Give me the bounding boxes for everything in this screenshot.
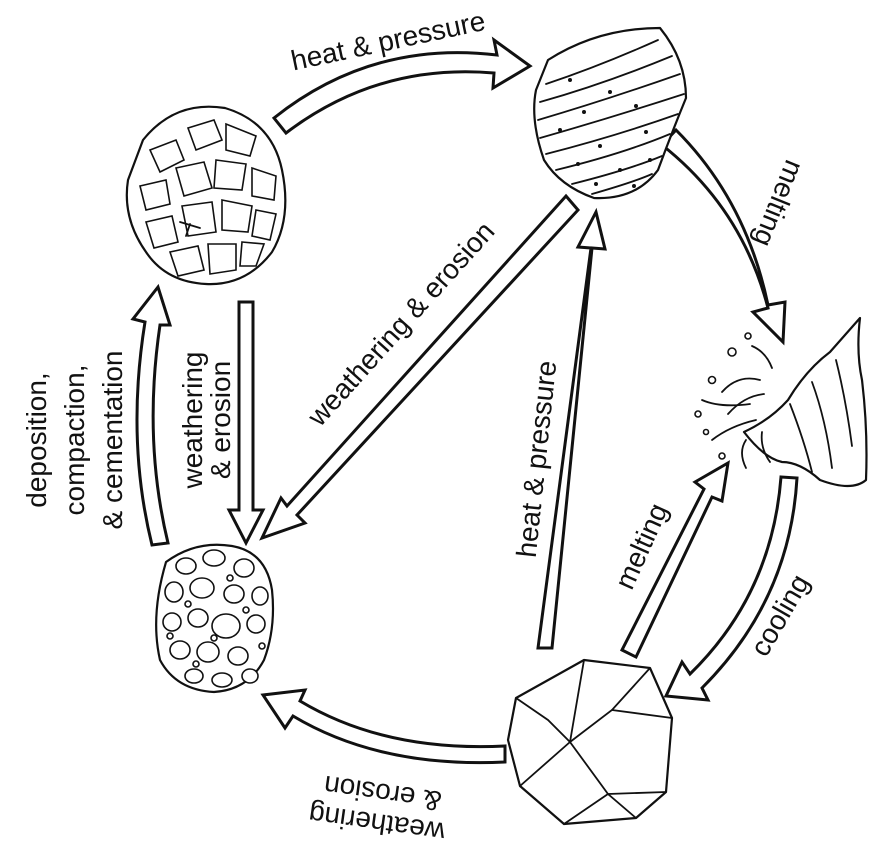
magma-volcano [695,318,867,486]
sediment-pile [156,545,273,692]
label-left-erosion: & erosion [205,361,236,479]
metamorphic-rock [534,28,686,198]
arrow-sediment-to-sedimentary [133,287,170,545]
igneous-rock [508,660,672,824]
label-deposition: deposition, [21,372,52,507]
label-right-melting: melting [748,156,811,251]
label-left-weathering: weathering [177,352,208,490]
label-cementation: & cementation [97,351,128,530]
label-compaction: compaction, [59,365,90,516]
sedimentary-rock [127,107,286,284]
arrow-igneous-to-sediment [263,690,505,763]
